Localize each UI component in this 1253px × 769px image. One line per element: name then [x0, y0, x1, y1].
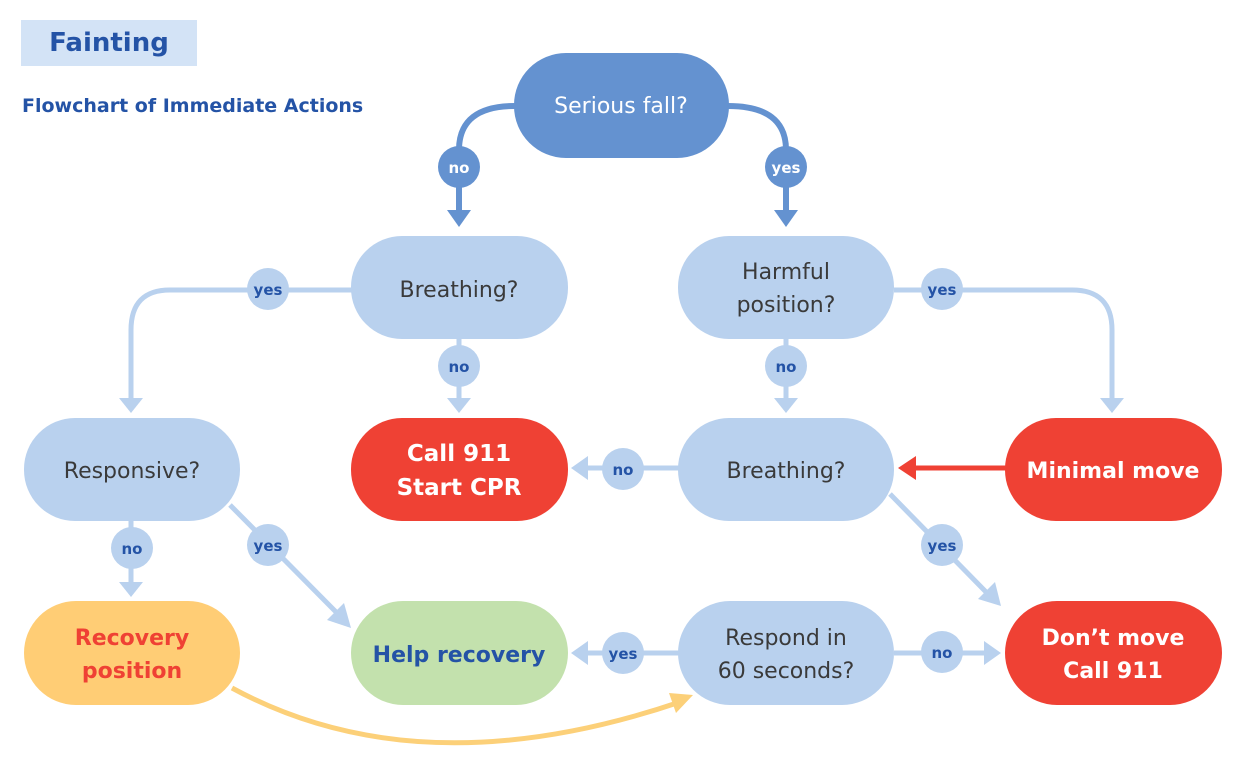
node-breathing-2-label: Breathing?	[727, 459, 846, 484]
badge-breathing2-yes	[921, 524, 963, 566]
node-help-recovery-label: Help recovery	[373, 643, 546, 668]
node-breathing-2: Breathing?	[678, 418, 894, 521]
node-help-recovery: Help recovery	[351, 601, 568, 705]
node-minimal-move-label: Minimal move	[1027, 459, 1200, 484]
edge-harmful-to-minimal	[894, 287, 1115, 400]
node-dont-move: Don’t move Call 911	[1005, 601, 1222, 705]
badge-harmful-no	[765, 345, 807, 387]
badge-breathing2-yes-label: yes	[928, 537, 957, 555]
node-recovery-position: Recovery position	[24, 601, 240, 705]
arrowhead-fall-yes	[774, 210, 798, 227]
node-recovery-position-line1: Recovery	[75, 626, 189, 651]
node-call911-cpr-line1: Call 911	[407, 441, 511, 467]
node-minimal-move: Minimal move	[1005, 418, 1222, 521]
badge-fall-no	[438, 146, 480, 188]
node-respond-60: Respond in 60 seconds?	[678, 601, 894, 705]
node-serious-fall-label: Serious fall?	[554, 94, 688, 119]
arrowhead-breathing1-yes	[119, 398, 143, 413]
edge-breathing1-to-responsive	[128, 287, 352, 400]
node-recovery-position-line2: position	[82, 659, 182, 684]
node-harmful-position: Harmful position?	[678, 236, 894, 339]
arrowhead-responsive-no	[119, 582, 143, 597]
node-respond-60-line2: 60 seconds?	[718, 659, 855, 684]
badge-breathing2-no	[602, 448, 644, 490]
arrowhead-recovery	[669, 693, 693, 713]
node-harmful-position-line1: Harmful	[742, 260, 830, 285]
badge-breathing1-no	[438, 345, 480, 387]
badge-respond-no-label: no	[932, 644, 953, 662]
arrowhead-breathing1-no	[447, 398, 471, 413]
node-respond-60-line1: Respond in	[725, 626, 847, 651]
node-breathing-1-label: Breathing?	[400, 278, 519, 303]
arrowhead-breathing2-no	[571, 456, 588, 480]
title-box: Fainting	[21, 20, 197, 66]
badge-respond-yes-label: yes	[609, 645, 638, 663]
badge-respond-yes	[602, 632, 644, 674]
badge-harmful-yes	[921, 268, 963, 310]
edge-recovery-to-respond	[230, 685, 681, 746]
node-breathing-1: Breathing?	[351, 236, 568, 339]
page-subtitle: Flowchart of Immediate Actions	[22, 95, 364, 117]
badge-harmful-no-label: no	[776, 358, 797, 376]
badge-fall-yes	[765, 146, 807, 188]
badge-breathing2-no-label: no	[613, 461, 634, 479]
badge-responsive-yes	[247, 524, 289, 566]
badge-responsive-no-label: no	[122, 540, 143, 558]
arrowhead-harmful-no	[774, 398, 798, 413]
node-dont-move-line2: Call 911	[1063, 659, 1163, 684]
arrowhead-fall-no	[447, 210, 471, 227]
arrowhead-minimal	[898, 456, 916, 480]
badge-fall-yes-label: yes	[772, 159, 801, 177]
node-dont-move-line1: Don’t move	[1042, 626, 1185, 651]
nodes: Serious fall? Breathing? Harmful positio…	[24, 53, 1222, 705]
arrowhead-respond-yes	[571, 641, 588, 665]
edge-responsive-to-help	[228, 503, 340, 616]
badge-fall-no-label: no	[449, 159, 470, 177]
node-call911-cpr-line2: Start CPR	[397, 475, 522, 501]
arrowhead-harmful-yes	[1100, 398, 1124, 413]
edge-label-badges: no yes yes no yes no no yes no yes yes n…	[111, 146, 963, 674]
arrowhead-respond-no	[984, 641, 1001, 665]
badge-responsive-no	[111, 527, 153, 569]
badge-breathing1-yes	[247, 268, 289, 310]
node-responsive-label: Responsive?	[64, 459, 200, 484]
node-harmful-position-line2: position?	[737, 293, 836, 318]
node-call911-cpr: Call 911 Start CPR	[351, 418, 568, 521]
badge-respond-no	[921, 631, 963, 673]
arrowhead-responsive-yes	[327, 603, 351, 628]
node-responsive: Responsive?	[24, 418, 240, 521]
page-title: Fainting	[49, 28, 169, 58]
badge-harmful-yes-label: yes	[928, 281, 957, 299]
arrowhead-breathing2-yes	[978, 582, 1001, 606]
badge-breathing1-yes-label: yes	[254, 281, 283, 299]
badge-responsive-yes-label: yes	[254, 537, 283, 555]
node-serious-fall: Serious fall?	[514, 53, 729, 158]
badge-breathing1-no-label: no	[449, 358, 470, 376]
